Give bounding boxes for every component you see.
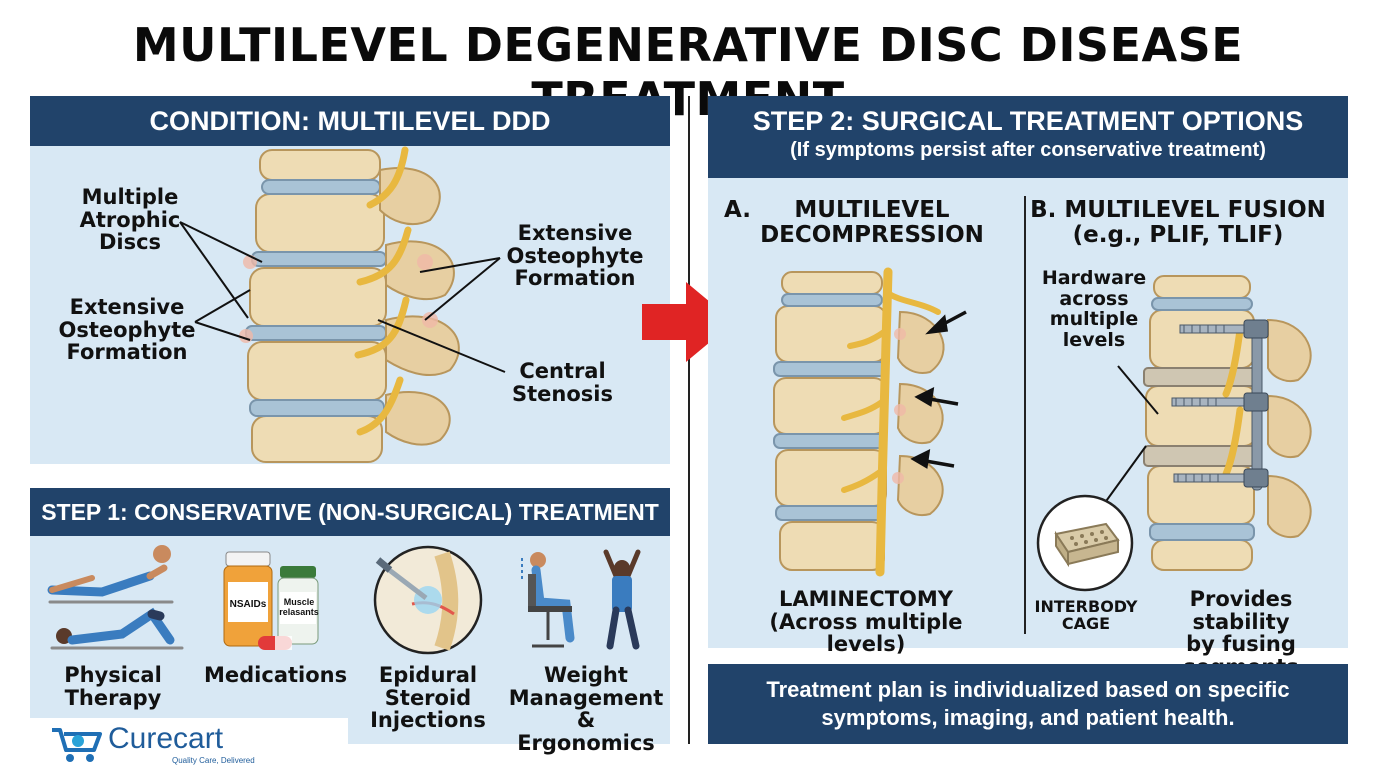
label-osteophyte-right: Extensive Osteophyte Formation xyxy=(506,221,644,291)
option-b-title: B. MULTILEVEL FUSION (e.g., PLIF, TLIF) xyxy=(1030,197,1326,248)
muscle-relaxant-bottle-label: Muscle relasants xyxy=(279,597,319,617)
label-central-stenosis: Central Stenosis xyxy=(512,359,613,406)
step1-header: STEP 1: CONSERVATIVE (NON-SURGICAL) TREA… xyxy=(30,488,670,536)
treatment-plan-note: Treatment plan is individualized based o… xyxy=(708,664,1348,744)
option-a-letter: A. xyxy=(724,197,751,223)
medications-label: Medications xyxy=(204,663,348,687)
brand-name: Curecart xyxy=(108,722,224,755)
step2-header: STEP 2: SURGICAL TREATMENT OPTIONS (If s… xyxy=(708,96,1348,178)
brand-tagline: Quality Care, Delivered xyxy=(172,756,255,765)
spine-illustration xyxy=(239,146,460,463)
option-a-caption: LAMINECTOMY (Across multiple levels) xyxy=(769,587,963,657)
nsaids-bottle-label: NSAIDs xyxy=(229,599,267,610)
physical-therapy-label: Physical Therapy xyxy=(64,663,162,710)
cart-logo-icon xyxy=(52,728,102,762)
center-divider xyxy=(688,96,690,744)
condition-header: CONDITION: MULTILEVEL DDD xyxy=(30,96,670,146)
fusion-spine-illustration xyxy=(1143,275,1312,571)
medications-icon xyxy=(223,551,319,650)
decompression-spine-illustration xyxy=(773,267,945,577)
option-a-title: MULTILEVEL DECOMPRESSION xyxy=(760,197,984,248)
weight-management-label: Weight Management & Ergonomics xyxy=(508,663,664,756)
physical-therapy-icon xyxy=(47,545,184,650)
interbody-cage-label: INTERBODY CAGE xyxy=(1034,597,1138,634)
hardware-label: Hardware across multiple levels xyxy=(1041,267,1147,351)
weight-ergonomics-icon xyxy=(521,549,641,650)
interbody-cage-icon xyxy=(1036,494,1134,592)
brand-logo-area xyxy=(0,718,348,768)
epidural-injection-icon xyxy=(373,545,483,655)
epidural-label: Epidural Steroid Injections xyxy=(370,663,486,733)
option-divider xyxy=(1024,196,1026,634)
progression-arrow-icon xyxy=(642,282,734,362)
label-osteophyte-left: Extensive Osteophyte Formation xyxy=(58,295,196,365)
label-atrophic-discs: Multiple Atrophic Discs xyxy=(79,185,181,255)
